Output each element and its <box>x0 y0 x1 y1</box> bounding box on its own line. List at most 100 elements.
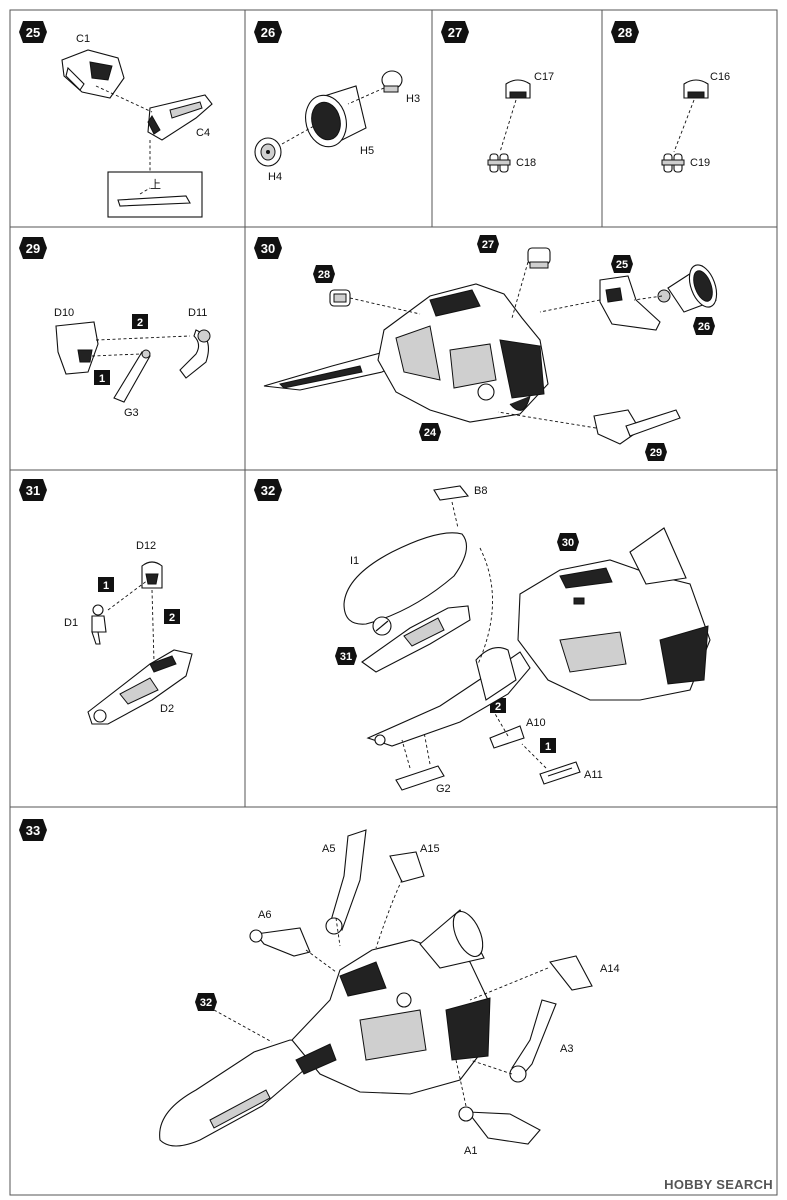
callout-number: 27 <box>482 239 494 251</box>
order-badge-1: 1 <box>94 370 110 385</box>
assembly-line <box>151 589 155 663</box>
step-25-badge: 25 <box>19 21 47 43</box>
part-g2-drawing <box>395 765 445 791</box>
part-label-a15: A15 <box>420 843 440 855</box>
callout-number: 30 <box>562 537 574 549</box>
callout-30: 30 <box>557 533 579 551</box>
part-d10-drawing <box>55 321 99 375</box>
step-26-badge: 26 <box>254 21 282 43</box>
step-25-panel: 25 C1 C4 上 <box>19 21 213 218</box>
part-a5-drawing <box>325 829 367 935</box>
part-label-a10: A10 <box>526 717 546 729</box>
part-label-c1: C1 <box>76 33 90 45</box>
step-31-number: 31 <box>26 483 40 498</box>
assembly-line <box>423 731 431 765</box>
step-31-badge: 31 <box>19 479 47 501</box>
part-label-c18: C18 <box>516 157 536 169</box>
step-33-panel: 33 A5 A15 A6 A14 A3 A1 32 <box>19 819 620 1157</box>
assembly-line <box>469 967 549 1001</box>
step-29-badge: 29 <box>19 237 47 259</box>
part-h3-drawing <box>381 70 403 93</box>
step-32-number: 32 <box>261 483 275 498</box>
assembly-line <box>91 353 141 357</box>
assembly-line <box>521 743 547 769</box>
callout-28: 28 <box>313 265 335 283</box>
part-label-g3: G3 <box>124 407 139 419</box>
callout-25: 25 <box>611 255 633 273</box>
part-d1-figure <box>91 604 107 645</box>
part-a6-drawing <box>249 927 311 957</box>
callout-number: 31 <box>340 651 352 663</box>
step-29-number: 29 <box>26 241 40 256</box>
inset-box <box>107 171 203 218</box>
part-g3-drawing <box>113 349 151 403</box>
part-label-d12: D12 <box>136 540 156 552</box>
callout-number: 29 <box>650 447 662 459</box>
step-29-panel: 29 D10 D11 G3 2 1 <box>19 237 211 419</box>
sub-assembly-26 <box>657 264 718 313</box>
part-d2-drawing <box>87 649 193 725</box>
step-30-badge: 30 <box>254 237 282 259</box>
order-badge-1: 1 <box>98 577 114 592</box>
part-c18-drawing <box>487 153 511 173</box>
no-glue-mark <box>372 616 392 636</box>
inset-arrow <box>139 187 151 195</box>
part-label-c17: C17 <box>534 71 554 83</box>
part-label-i1: I1 <box>350 555 359 567</box>
callout-26: 26 <box>693 317 715 335</box>
step-25-number: 25 <box>26 25 40 40</box>
assembly-line <box>497 411 597 429</box>
inset-up-label: 上 <box>150 178 161 191</box>
part-h5-drawing <box>305 85 367 148</box>
main-hull-drawing <box>366 647 531 747</box>
assembly-line <box>477 547 493 665</box>
step-28-badge: 28 <box>611 21 639 43</box>
assembly-line <box>349 297 421 315</box>
part-label-a11: A11 <box>584 769 603 781</box>
callout-24: 24 <box>419 423 441 441</box>
part-label-a14: A14 <box>600 963 620 975</box>
callout-number: 32 <box>200 997 212 1009</box>
part-label-d1: D1 <box>64 617 78 629</box>
step-28-panel: 28 C16 C19 <box>611 21 730 173</box>
assembly-line <box>455 1059 467 1107</box>
part-label-d11: D11 <box>188 307 207 319</box>
assembly-line <box>493 711 509 737</box>
part-c17-drawing <box>505 79 531 99</box>
step-30-panel: 30 27 25 28 26 24 29 <box>254 235 718 461</box>
callout-29: 29 <box>645 443 667 461</box>
sub-assembly-29 <box>593 409 681 445</box>
watermark: HOBBY SEARCH <box>664 1177 773 1192</box>
step-27-badge: 27 <box>441 21 469 43</box>
order-badge-1: 1 <box>540 738 556 753</box>
part-a10-drawing <box>489 725 525 749</box>
assembly-line <box>511 261 529 319</box>
part-a14-drawing <box>549 955 593 991</box>
assembly-line <box>469 1059 513 1075</box>
assembly-line <box>281 125 315 145</box>
order-number: 1 <box>545 741 551 753</box>
assembly-line <box>633 295 663 301</box>
assembly-line <box>451 501 459 529</box>
step-32-panel: 32 B8 I1 A10 A11 G2 2 1 30 31 <box>254 479 711 795</box>
step-31-panel: 31 D12 D1 D2 1 2 <box>19 479 193 725</box>
part-label-a1: A1 <box>464 1145 477 1157</box>
order-badge-2: 2 <box>164 609 180 624</box>
step-27-panel: 27 C17 C18 <box>441 21 554 173</box>
part-label-c19: C19 <box>690 157 710 169</box>
part-label-a6: A6 <box>258 909 271 921</box>
part-d12-drawing <box>141 561 163 589</box>
part-a15-drawing <box>389 851 425 883</box>
callout-31: 31 <box>335 647 357 665</box>
panel-grid <box>9 9 778 1196</box>
step-26-number: 26 <box>261 25 275 40</box>
order-number: 1 <box>99 373 105 385</box>
part-label-h5: H5 <box>360 145 374 157</box>
assembly-line <box>347 87 385 105</box>
full-assembly-drawing <box>159 909 491 1147</box>
part-label-c16: C16 <box>710 71 730 83</box>
step-33-badge: 33 <box>19 819 47 841</box>
part-label-d10: D10 <box>54 307 74 319</box>
step-30-number: 30 <box>261 241 275 256</box>
